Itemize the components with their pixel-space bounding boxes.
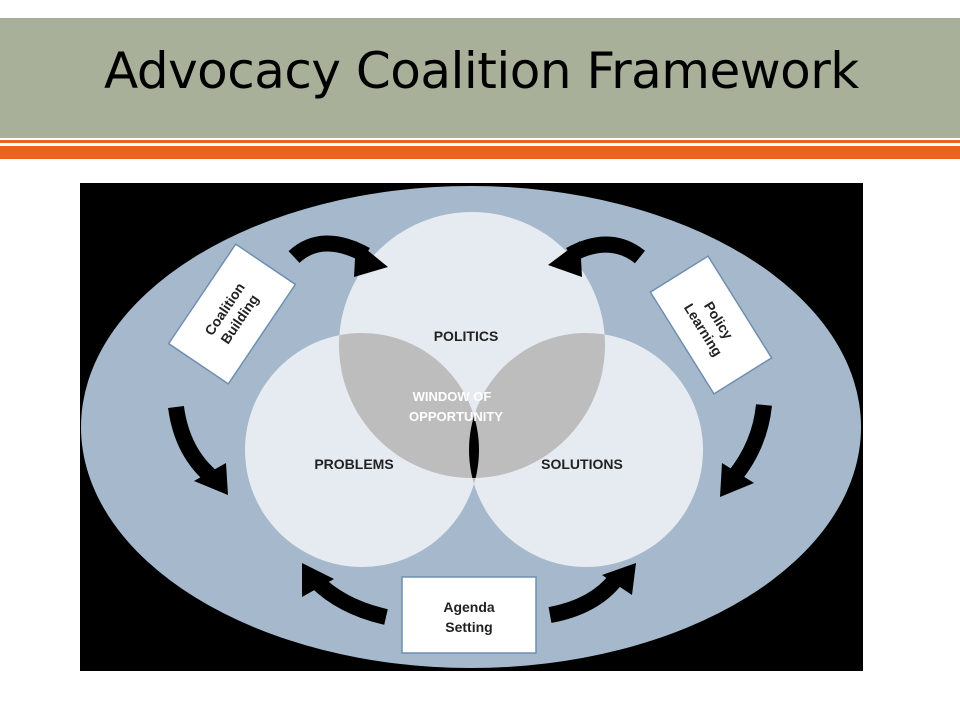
agenda-setting-box: Agenda Setting (401, 576, 537, 654)
arrow-top-right-head-icon (548, 241, 582, 277)
window-label-line2: OPPORTUNITY (409, 409, 503, 424)
problems-label: PROBLEMS (314, 456, 393, 472)
coalition-diagram: POLITICS PROBLEMS SOLUTIONS WINDOW OF OP… (80, 183, 863, 671)
arrow-right-head-icon (720, 463, 754, 497)
policy-learning-box: Policy Learning (649, 255, 773, 395)
arrow-left-head-icon (194, 463, 228, 495)
title-bar (0, 18, 960, 138)
accent-rule-thin (0, 140, 960, 143)
policy-learning-box-shape (649, 255, 773, 395)
window-label-line1: WINDOW OF (413, 389, 492, 404)
arrow-bottom-right-head-icon (602, 563, 636, 595)
agenda-setting-line2: Setting (445, 619, 492, 635)
politics-label: POLITICS (434, 328, 499, 344)
arrow-top-left-head-icon (354, 241, 388, 277)
slide-title: Advocacy Coalition Framework (104, 42, 859, 100)
agenda-setting-line1: Agenda (443, 599, 495, 615)
accent-rule-thick (0, 146, 960, 159)
agenda-setting-box-shape (401, 576, 537, 654)
solutions-label: SOLUTIONS (541, 456, 623, 472)
coalition-building-box-shape (167, 243, 297, 385)
arrow-bottom-left-head-icon (302, 563, 334, 597)
arrow-bottom-right-icon (548, 573, 623, 623)
coalition-building-box: Coalition Building (167, 243, 297, 385)
arrow-right-icon (727, 404, 772, 483)
